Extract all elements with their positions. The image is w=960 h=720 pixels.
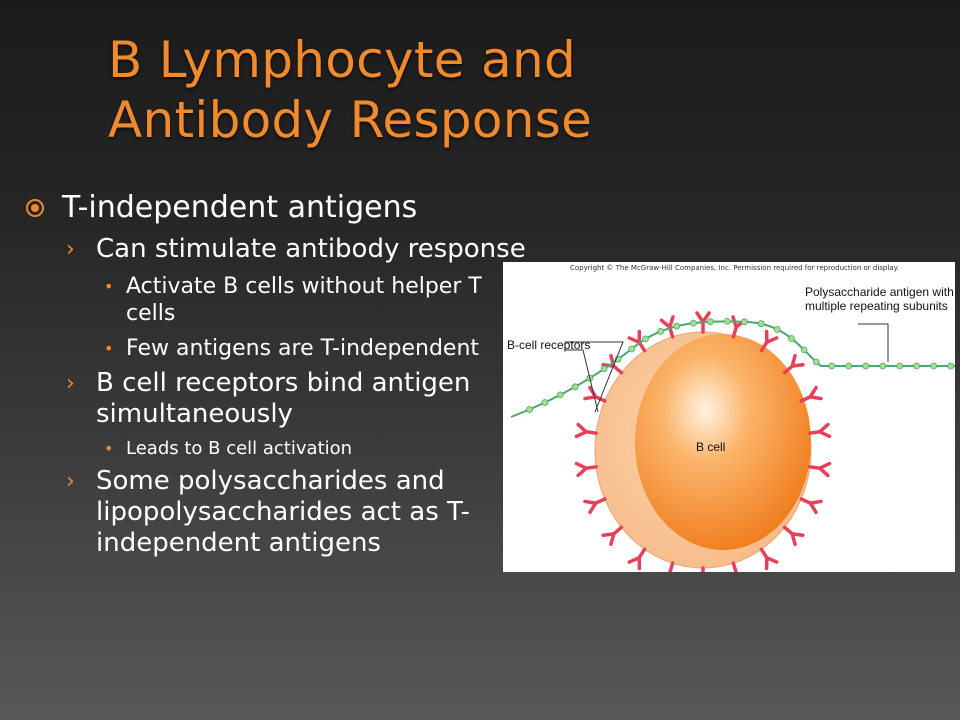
bullet-sub-2-item-1-text: Leads to B cell activation xyxy=(126,438,353,459)
receptor-icon xyxy=(701,566,705,572)
dot-bullet-icon: • xyxy=(104,439,114,458)
bullet-sub-1-item-1-text: Activate B cells without helper T cells xyxy=(126,274,482,326)
receptor-icon xyxy=(574,461,598,478)
receptor-icon xyxy=(782,353,805,375)
antigen-subunit xyxy=(628,345,636,353)
bullet-sub-1: › Can stimulate antibody response xyxy=(22,234,532,265)
receptor-icon xyxy=(731,561,747,572)
antigen-subunit xyxy=(845,362,853,370)
bullet-sub-2: › B cell receptors bind antigen simultan… xyxy=(22,368,532,430)
antigen-subunit xyxy=(896,362,904,370)
chevron-right-icon: › xyxy=(66,371,75,396)
slide-title: B Lymphocyte and Antibody Response xyxy=(108,30,868,150)
dot-bullet-icon: • xyxy=(104,277,114,296)
receptor-icon xyxy=(808,461,832,478)
antigen-subunit xyxy=(773,326,781,333)
antigen-subunit xyxy=(930,362,938,370)
chevron-right-icon: › xyxy=(66,237,75,262)
cell-body xyxy=(594,331,812,569)
bullet-sub-1-item-1: • Activate B cells without helper T cell… xyxy=(22,273,532,327)
copyright-notice: Copyright © The McGraw-Hill Companies, I… xyxy=(570,264,899,272)
receptor-icon xyxy=(583,497,607,515)
receptor-icon xyxy=(695,311,711,334)
b-cell-figure: Copyright © The McGraw-Hill Companies, I… xyxy=(503,262,955,572)
receptor-icon xyxy=(759,329,779,353)
antigen-subunit xyxy=(571,383,579,391)
antigen-subunit xyxy=(757,320,765,328)
receptor-icon xyxy=(799,385,823,403)
antigen-subunit xyxy=(800,346,808,354)
antigen-subunit xyxy=(556,391,564,399)
antigen-subunit xyxy=(673,322,681,330)
receptor-icon xyxy=(808,422,832,439)
antigen-subunit xyxy=(788,335,795,342)
title-line-1: B Lymphocyte and xyxy=(108,31,576,89)
receptor-icon xyxy=(601,525,624,547)
antigen-subunit xyxy=(947,362,955,370)
b-cell-receptors xyxy=(574,311,832,572)
bullet-sub-2-item-1: • Leads to B cell activation xyxy=(22,438,532,460)
bullet-sub-3: › Some polysaccharides and lipopolysacch… xyxy=(22,466,532,559)
antigen-subunit xyxy=(828,362,836,370)
receptor-icon xyxy=(659,561,675,572)
antigen-subunit xyxy=(862,362,870,370)
bullet-sub-1-text: Can stimulate antibody response xyxy=(96,234,526,264)
bullet-main-text: T-independent antigens xyxy=(62,190,418,225)
circle-bullet-icon xyxy=(26,199,44,217)
antigen-subunit xyxy=(740,318,748,326)
antigen-subunit xyxy=(913,362,921,370)
receptor-icon xyxy=(574,422,598,439)
bullet-main: T-independent antigens xyxy=(22,188,532,228)
chevron-right-icon: › xyxy=(66,469,75,494)
antigen-subunit xyxy=(657,328,665,335)
receptor-icon xyxy=(799,497,823,515)
antigen-subunit xyxy=(812,358,820,366)
bullet-list: T-independent antigens › Can stimulate a… xyxy=(22,188,532,559)
antigen-subunit xyxy=(706,318,714,326)
bullet-sub-1-item-2-text: Few antigens are T-independent xyxy=(126,336,480,361)
antigen-subunit xyxy=(600,365,608,373)
receptor-icon xyxy=(627,547,647,571)
bullet-sub-2-text: B cell receptors bind antigen simultaneo… xyxy=(96,368,471,429)
dot-bullet-icon: • xyxy=(104,339,114,358)
receptors-label: B-cell receptors xyxy=(507,338,591,352)
antigen-subunit xyxy=(541,399,549,406)
b-cell-illustration xyxy=(510,311,955,572)
b-cell-label: B cell xyxy=(696,440,726,454)
bullet-sub-3-text: Some polysaccharides and lipopolysacchar… xyxy=(96,466,470,558)
antigen-subunit xyxy=(641,335,649,343)
title-line-2: Antibody Response xyxy=(108,91,593,149)
polysaccharide-label: Polysaccharide antigen with multiple rep… xyxy=(805,285,954,313)
antigen-subunit xyxy=(879,362,887,370)
antigen-subunit xyxy=(689,319,697,327)
bullet-sub-1-item-2: • Few antigens are T-independent xyxy=(22,335,532,362)
receptor-icon xyxy=(782,525,805,547)
receptor-icon xyxy=(759,547,779,571)
antigen-subunit xyxy=(723,318,731,325)
antigen-subunit xyxy=(526,406,533,413)
label-leaders xyxy=(565,323,889,413)
